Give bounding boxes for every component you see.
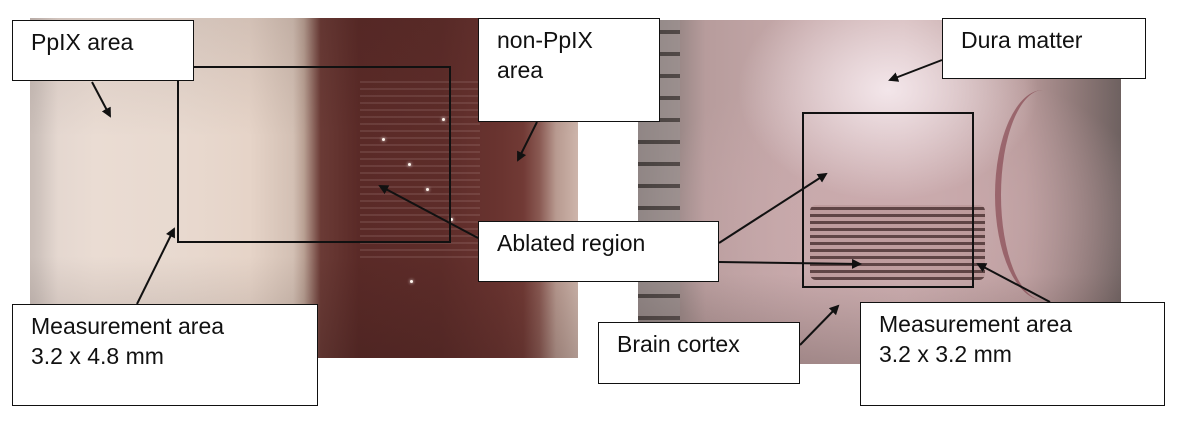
arrow-non-ppix-area [517, 121, 538, 162]
label-right-measurement-area: Measurement area 3.2 x 3.2 mm [860, 302, 1165, 406]
specular-highlight [426, 188, 429, 191]
specular-highlight [410, 280, 413, 283]
specular-highlight [450, 218, 453, 221]
arrow-ablated-left [378, 185, 479, 239]
arrow-left-measurement [136, 227, 175, 305]
right-ablation-texture [810, 205, 985, 280]
label-non-ppix-area: non-PpIX area [478, 18, 660, 122]
specular-highlight [442, 118, 445, 121]
arrow-right-measurement [976, 263, 1051, 303]
left-measurement-rectangle [177, 66, 451, 243]
blood-vessel [995, 90, 1091, 300]
label-left-measurement-area: Measurement area 3.2 x 4.8 mm [12, 304, 318, 406]
label-ppix-area: PpIX area [12, 20, 194, 81]
arrow-ablated-right-upper [718, 172, 828, 244]
specular-highlight [382, 138, 385, 141]
label-dura-matter: Dura matter [942, 18, 1146, 79]
label-brain-cortex: Brain cortex [598, 322, 800, 384]
specular-highlight [408, 163, 411, 166]
arrow-ppix-area [91, 81, 111, 118]
right-measurement-rectangle [802, 112, 974, 288]
arrow-dura-matter [888, 59, 943, 82]
label-ablated-region: Ablated region [478, 221, 719, 282]
arrow-brain-cortex [799, 304, 840, 346]
arrow-ablated-right-lower [718, 258, 862, 269]
